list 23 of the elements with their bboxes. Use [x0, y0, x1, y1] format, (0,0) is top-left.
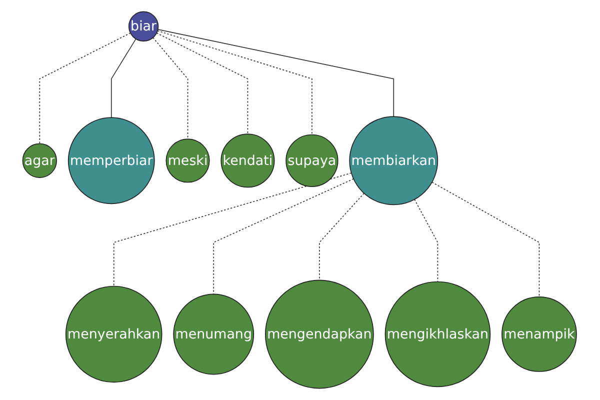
- connector: [152, 37, 189, 140]
- node-circle: meski: [166, 138, 210, 183]
- connector: [432, 182, 540, 298]
- node-circle: mengendapkan: [265, 280, 374, 389]
- connector: [114, 172, 352, 287]
- connector: [40, 32, 132, 144]
- connector: [214, 178, 354, 295]
- node-circle: menyerahkan: [66, 286, 163, 383]
- node-circle: agar: [22, 143, 58, 178]
- connector: [111, 38, 137, 118]
- node-circle: kendati: [221, 134, 276, 188]
- node-circle: memperbiar: [68, 117, 156, 204]
- connector: [156, 32, 249, 134]
- node-circle: membiarkan: [350, 116, 438, 206]
- connector: [158, 30, 313, 136]
- node-circle: menampik: [502, 296, 578, 372]
- node-circle: mengikhlaskan: [385, 281, 491, 388]
- node-circle: biar: [128, 11, 160, 42]
- connector: [414, 198, 439, 282]
- connector: [158, 28, 394, 118]
- node-circle: menumang: [174, 294, 254, 375]
- node-circle: supaya: [286, 134, 339, 187]
- connector: [319, 192, 365, 281]
